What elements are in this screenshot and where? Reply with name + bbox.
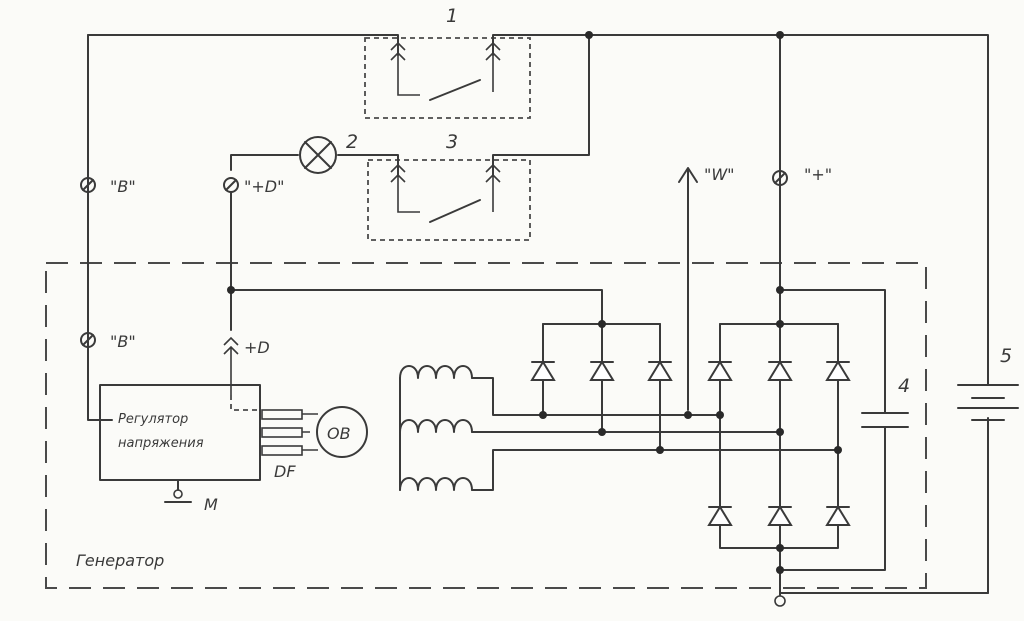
label-terminal-d-top: "+D" xyxy=(244,177,284,196)
w-output-arrow xyxy=(678,167,698,411)
label-field-winding: ОВ xyxy=(327,424,351,443)
voltage-regulator-box xyxy=(99,384,261,481)
relay-3-contacts xyxy=(390,163,501,223)
d-plus-wire xyxy=(230,191,603,323)
terminal-b-gen xyxy=(80,332,96,348)
label-df: DF xyxy=(274,462,296,481)
d-plus-connector xyxy=(223,336,239,395)
terminal-b-top xyxy=(80,177,96,193)
regulator-field-connectors xyxy=(261,409,318,456)
label-lamp-2: 2 xyxy=(346,131,358,153)
top-wiring xyxy=(87,34,989,594)
label-ground-m: M xyxy=(204,495,218,514)
label-terminal-b-gen: "B" xyxy=(110,332,136,351)
label-regulator-line1: Регулятор xyxy=(118,412,188,427)
relay-3-box xyxy=(367,159,531,241)
label-terminal-d-gen: +D xyxy=(244,338,270,357)
stator-windings xyxy=(399,365,839,491)
generator-boundary xyxy=(45,262,927,589)
regulator-ground xyxy=(164,479,192,503)
label-relay-3: 3 xyxy=(446,131,458,153)
label-terminal-w: "W" xyxy=(704,165,735,184)
regulator-internal-link xyxy=(230,395,260,411)
terminal-d-top xyxy=(223,177,239,193)
label-generator: Генератор xyxy=(76,551,164,570)
label-relay-1: 1 xyxy=(446,5,458,27)
battery-5 xyxy=(779,384,1019,594)
terminal-plus-top xyxy=(772,170,788,186)
auxiliary-diode-bridge xyxy=(530,323,673,451)
junction-dots xyxy=(227,31,842,574)
charge-lamp xyxy=(230,136,399,176)
field-winding-circle xyxy=(316,406,368,458)
label-terminal-plus: "+" xyxy=(804,165,832,184)
label-terminal-b-top: "B" xyxy=(110,177,136,196)
capacitor-4 xyxy=(779,289,909,571)
label-capacitor-4: 4 xyxy=(898,375,910,397)
label-battery-5: 5 xyxy=(1000,345,1012,367)
label-regulator-line2: напряжения xyxy=(118,436,204,451)
relay-1-contacts xyxy=(390,41,501,101)
relay-1-box xyxy=(364,37,531,119)
ground-output-terminal xyxy=(774,569,786,607)
